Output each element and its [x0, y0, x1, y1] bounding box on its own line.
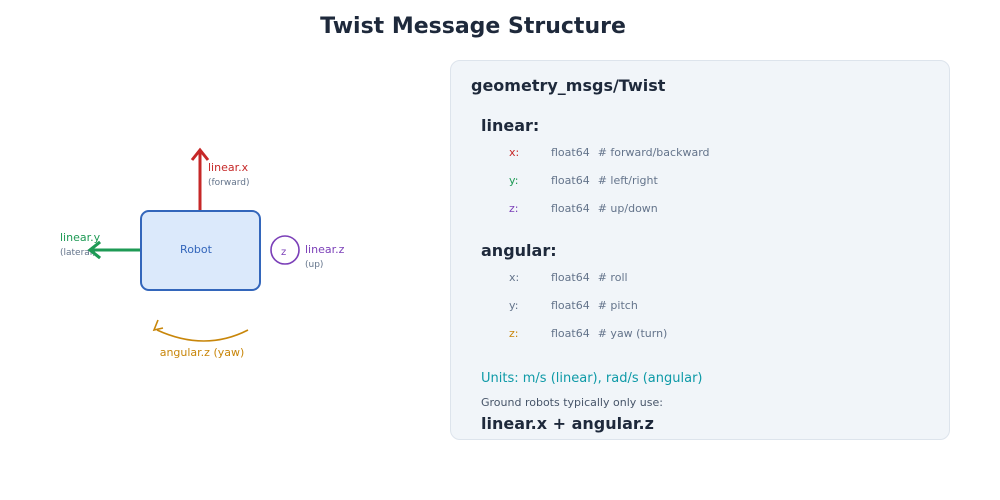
field-comment: # yaw (turn) — [597, 327, 668, 340]
linear-y-arrowhead-overlay — [87, 240, 101, 260]
field-type-label: float64 — [551, 299, 590, 312]
angular-z-label: angular.z (yaw) — [160, 346, 245, 359]
field-name: y: — [509, 174, 519, 187]
field-comment: # up/down — [597, 202, 658, 215]
field-type-label: float64 — [551, 202, 590, 215]
linear-z-circle-text: z — [281, 247, 286, 258]
ground-robot-note: Ground robots typically only use: — [481, 396, 663, 409]
field-comment: # forward/backward — [597, 146, 710, 159]
linear-y-label: linear.y — [60, 231, 101, 244]
page-title: Twist Message Structure — [320, 14, 626, 39]
field-type: float64 # forward/backward — [551, 146, 710, 159]
linear-x-arrowhead — [190, 147, 210, 161]
field-comment: # left/right — [597, 174, 658, 187]
linear-y-sublabel: (lateral) — [60, 248, 96, 258]
robot-label: Robot — [180, 243, 213, 256]
angular-z-arc — [156, 329, 249, 342]
angular-heading: angular: — [481, 241, 557, 260]
field-type: float64 # up/down — [551, 202, 658, 215]
field-name: x: — [509, 146, 520, 159]
linear-heading: linear: — [481, 116, 540, 135]
field-type: float64 # roll — [551, 271, 628, 284]
field-comment: # pitch — [597, 299, 638, 312]
field-name: y: — [509, 299, 519, 312]
field-type-label: float64 — [551, 271, 590, 284]
linear-z-label: linear.z — [305, 243, 345, 256]
units-note: Units: m/s (linear), rad/s (angular) — [481, 371, 703, 386]
robot-body — [140, 210, 261, 291]
ground-robot-fields: linear.x + angular.z — [481, 414, 654, 433]
field-name: z: — [509, 202, 519, 215]
field-type: float64 # yaw (turn) — [551, 327, 667, 340]
field-comment: # roll — [597, 271, 628, 284]
field-name: z: — [509, 327, 519, 340]
linear-z-circle — [270, 235, 300, 265]
field-type: float64 # pitch — [551, 299, 638, 312]
field-type-label: float64 — [551, 146, 590, 159]
linear-x-label: linear.x — [208, 161, 249, 174]
twist-definition-panel: geometry_msgs/Twist linear: x: float64 # f… — [450, 60, 950, 440]
field-type-label: float64 — [551, 174, 590, 187]
field-name: x: — [509, 271, 520, 284]
robot-axes-diagram: Robot linear.x (forward) linear.y (later… — [60, 147, 345, 359]
field-type: float64 # left/right — [551, 174, 658, 187]
panel-title: geometry_msgs/Twist — [471, 76, 666, 95]
field-type-label: float64 — [551, 327, 590, 340]
linear-z-sublabel: (up) — [305, 260, 323, 270]
angular-z-arrowhead — [152, 319, 164, 332]
linear-x-sublabel: (forward) — [208, 178, 250, 188]
